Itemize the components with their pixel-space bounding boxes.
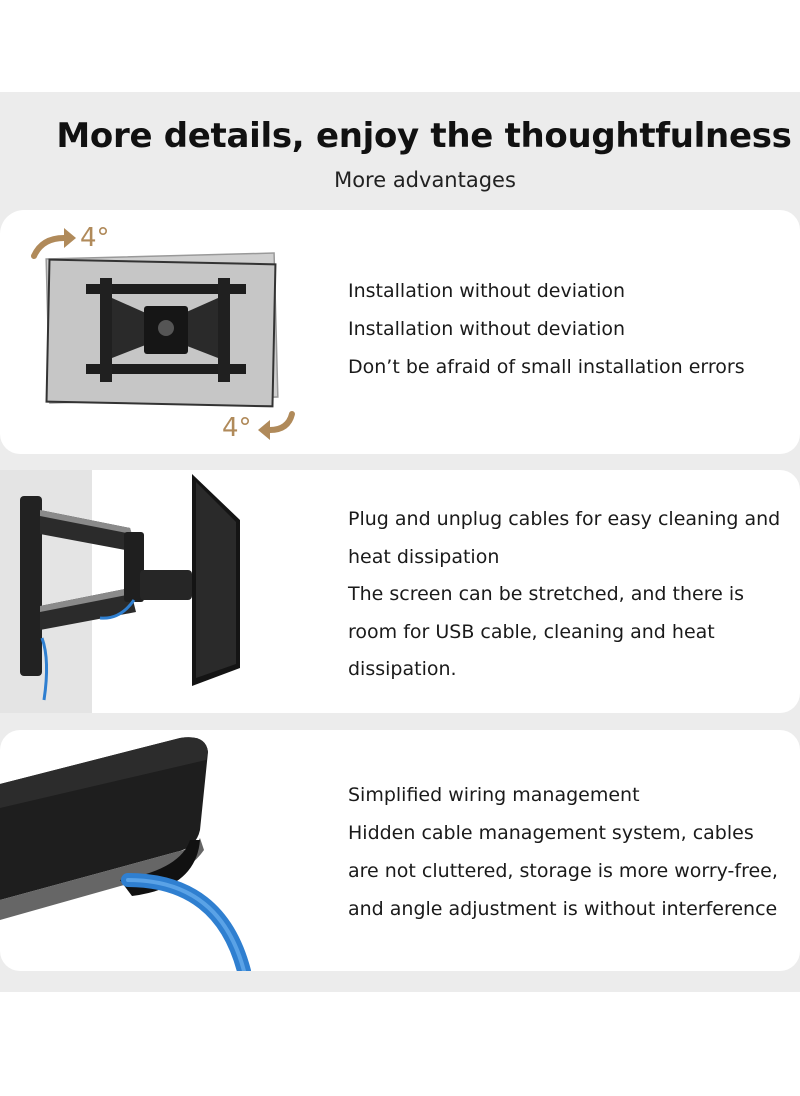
angle-top-label: 4° [80, 223, 110, 253]
feature-line: Installation without deviation [348, 318, 626, 340]
feature-text-tilt: Installation without deviation Installat… [348, 272, 745, 386]
page-subtitle: More advantages [334, 168, 516, 192]
feature-line: Plug and unplug cables for easy cleaning… [348, 508, 781, 530]
arm-mount-illustration [0, 470, 240, 713]
feature-line: Hidden cable management system, cables [348, 822, 754, 844]
feature-line: and angle adjustment is without interfer… [348, 898, 778, 920]
feature-line: room for USB cable, cleaning and heat [348, 620, 715, 643]
feature-text-extension: Plug and unplug cables for easy cleaning… [348, 501, 780, 689]
tilt-mount-illustration: 4° 4° [31, 223, 295, 443]
feature-line: heat dissipation [348, 545, 500, 568]
angle-bottom-label: 4° [222, 413, 252, 443]
feature-text-cable: Simplified wiring management Hidden cabl… [348, 776, 778, 928]
page-title: More details, enjoy the thoughtfulness [56, 116, 792, 156]
cable-management-illustration [0, 737, 251, 971]
curved-arrow-icon [31, 235, 67, 259]
arrow-head-icon [64, 228, 76, 248]
arrow-head-icon [258, 420, 270, 440]
feature-line: Installation without deviation [348, 280, 626, 302]
feature-line: are not cluttered, storage is more worry… [348, 860, 778, 882]
feature-line: The screen can be stretched, and there i… [348, 583, 745, 605]
feature-line: Don’t be afraid of small installation er… [348, 356, 745, 378]
feature-line: Simplified wiring management [348, 784, 640, 806]
feature-line: dissipation. [348, 658, 457, 680]
curved-arrow-icon [267, 411, 295, 433]
